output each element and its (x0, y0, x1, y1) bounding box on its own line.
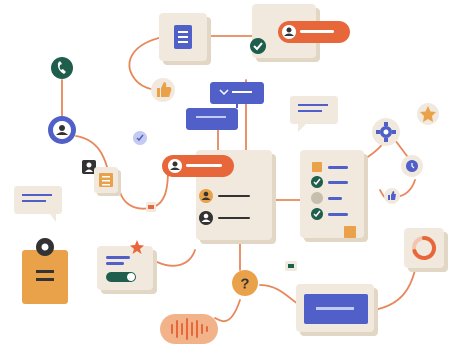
flowchart-nodes (186, 82, 264, 130)
question-icon: ? (232, 270, 258, 296)
clock-icon (401, 155, 423, 177)
thumbs-up-icon (151, 78, 175, 102)
message-card (296, 284, 378, 336)
profile-card-top (250, 4, 350, 62)
star-icon (417, 103, 439, 125)
checkmark-icon (146, 202, 156, 212)
user-icon (168, 159, 182, 173)
thumbs-up-icon (384, 188, 400, 204)
document-icon (174, 25, 192, 49)
toggle-icon (97, 240, 157, 294)
checklist-card (300, 150, 368, 242)
checkmark-icon (285, 261, 297, 271)
audio-wave-icon (160, 314, 218, 344)
progress-ring-icon (404, 228, 448, 272)
checklist-icon (94, 167, 121, 196)
connector-lines (61, 34, 416, 322)
svg-text:?: ? (240, 276, 249, 293)
checkmark-icon (133, 131, 147, 145)
chat-bubble-icon (14, 186, 62, 222)
document-tile (159, 13, 211, 65)
user-icon (282, 25, 296, 39)
chat-bubble-icon (290, 96, 338, 132)
gear-icon (372, 118, 400, 146)
profile-card-center (162, 150, 276, 244)
avatar-icon (82, 160, 96, 174)
user-icon (199, 211, 213, 225)
user-icon (199, 189, 213, 203)
checkmark-icon (311, 176, 323, 188)
checkmark-icon (311, 208, 323, 220)
clipboard-icon (22, 238, 68, 304)
phone-icon (51, 57, 73, 79)
checkmark-icon (250, 38, 266, 54)
avatar-icon (48, 116, 76, 144)
